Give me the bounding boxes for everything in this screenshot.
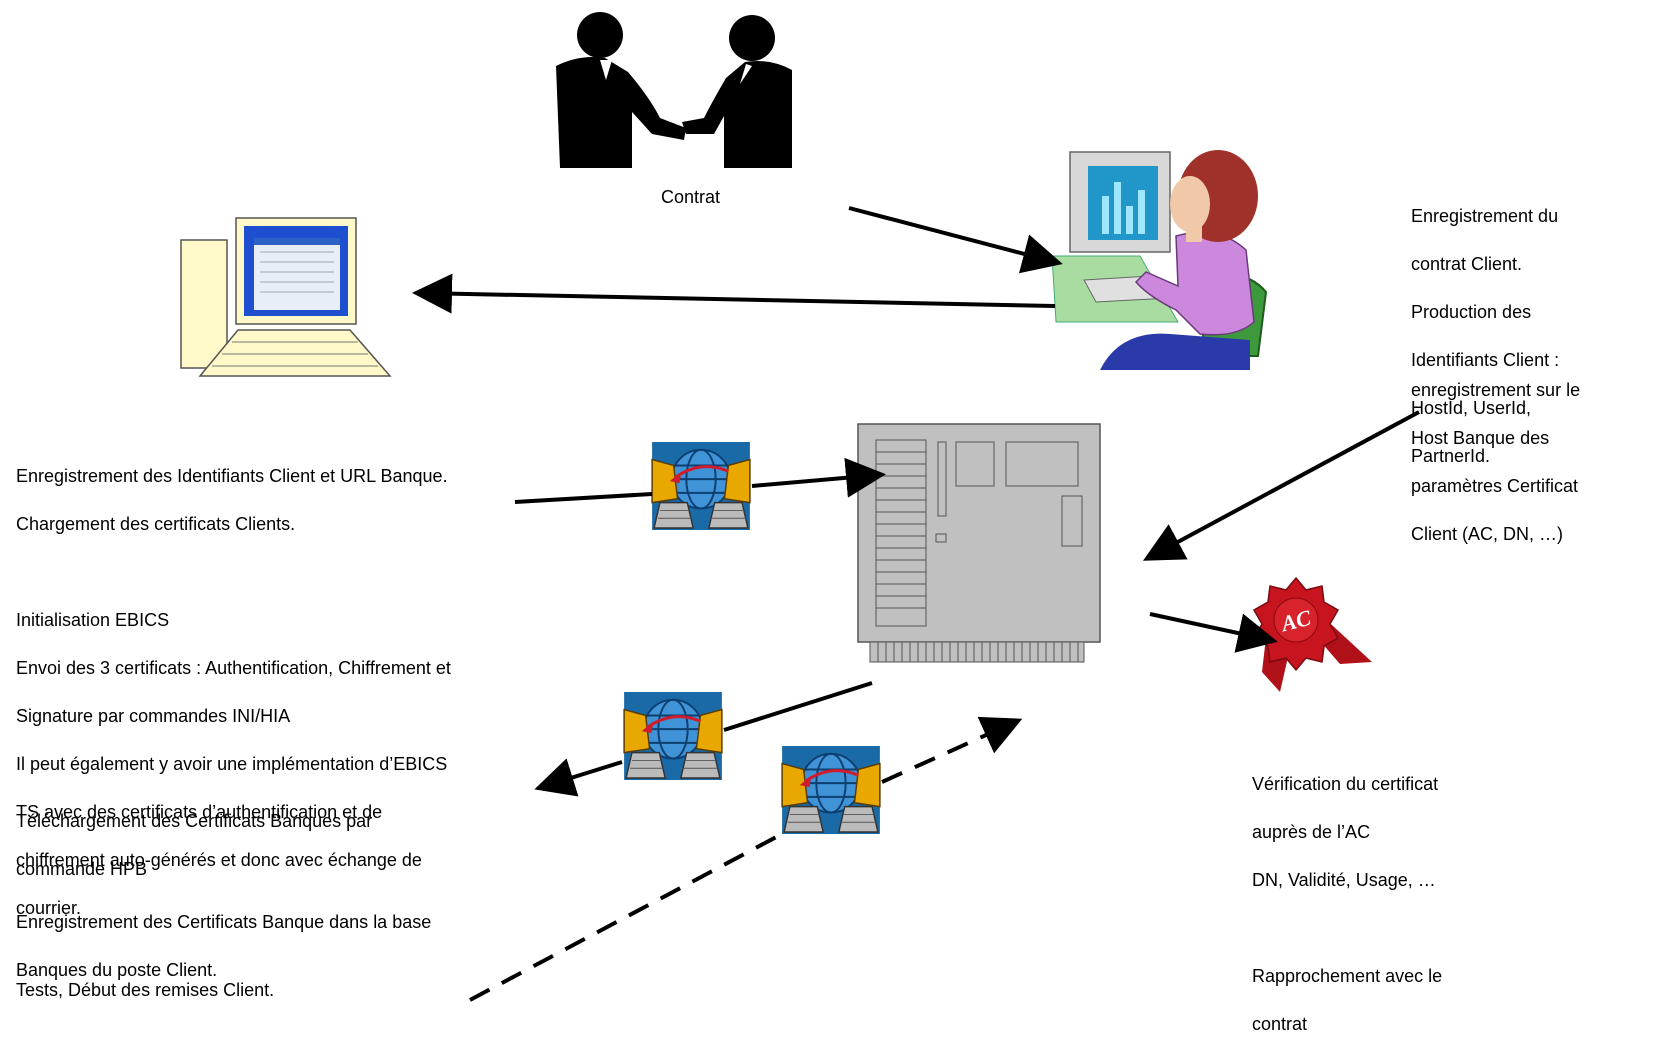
text-line: PartnerId.: [1411, 446, 1491, 466]
client-init-text: Enregistrement des Identifiants Client e…: [16, 440, 576, 944]
contract-label: Contrat: [661, 187, 721, 207]
network-exchange-icon: [780, 746, 882, 834]
text-line: Banques du poste Client.: [16, 960, 218, 980]
text-line: enregistrement sur le: [1411, 380, 1581, 400]
text-line: TS avec des certificats d’authentificati…: [16, 802, 383, 822]
arrow-bank-to-client: [412, 273, 1056, 314]
handshake-icon: [556, 12, 792, 168]
text-line: commande HPB: [16, 859, 148, 879]
ca-verification-text: Vérification du certificat auprès de l’A…: [1252, 748, 1552, 1060]
bank-operator-icon: [1051, 150, 1268, 370]
text-line: contrat Client.: [1411, 254, 1523, 274]
text-line: Host Banque des: [1411, 428, 1550, 448]
text-line: Chargement des certificats Clients.: [16, 514, 296, 534]
text-line: Rapprochement avec le: [1252, 966, 1443, 986]
text-line: Téléchargement des Certificats Banques p…: [16, 811, 373, 831]
network-exchange-icon: [650, 442, 752, 530]
arrow-host-registration-to-server: [1142, 410, 1420, 561]
text-line: auprès de l’AC: [1252, 822, 1371, 842]
server-icon: [857, 423, 1101, 663]
arrow-init-to-server: [751, 457, 886, 498]
text-line: HostId, UserId,: [1411, 398, 1532, 418]
text-line: Signature par commandes INI/HIA: [16, 706, 291, 726]
client-computer-icon: [180, 217, 392, 377]
text-line: courrier.: [16, 898, 82, 918]
certificate-seal-icon: AC: [1252, 576, 1372, 692]
text-line: Envoi des 3 certificats : Authentificati…: [16, 658, 451, 678]
host-registration-text: enregistrement sur le Host Banque des pa…: [1411, 354, 1651, 570]
text-line: Enregistrement des Identifiants Client e…: [16, 466, 448, 486]
text-line: Il peut également y avoir une implémenta…: [16, 754, 448, 774]
flow-arrows: [412, 206, 1420, 1002]
diagram-canvas: AC: [180, 12, 1420, 1002]
text-line: Client (AC, DN, …): [1411, 524, 1564, 544]
tests-text: Tests, Début des remises Client.: [16, 980, 275, 1000]
arrow-download-segment: [723, 681, 873, 732]
arrow-tests-dashed: [469, 833, 781, 1002]
text-line: paramètres Certificat: [1411, 476, 1579, 496]
arrow-download-to-client: [534, 758, 623, 797]
text-line: Production des: [1411, 302, 1532, 322]
arrow-server-to-ca: [1149, 612, 1278, 653]
text-line: Enregistrement des Certificats Banque da…: [16, 912, 432, 932]
bank-cert-registration-text: Enregistrement des Certificats Banque da…: [16, 886, 536, 1006]
network-exchange-icon: [622, 692, 724, 780]
text-line: Vérification du certificat: [1252, 774, 1439, 794]
text-line: contrat: [1252, 1014, 1308, 1034]
text-line-blank: [1252, 916, 1552, 940]
text-line: chiffrement auto-générés et donc avec éc…: [16, 850, 422, 870]
bank-registration-text: Enregistrement du contrat Client. Produc…: [1411, 180, 1651, 492]
arrow-client-init-segment: [514, 492, 653, 504]
text-line: Initialisation EBICS: [16, 610, 170, 630]
text-line: Enregistrement du: [1411, 206, 1559, 226]
arrow-tests-to-server: [881, 716, 1023, 784]
text-line-blank: [16, 560, 576, 584]
text-line: Identifiants Client :: [1411, 350, 1560, 370]
text-line: DN, Validité, Usage, …: [1252, 870, 1436, 890]
arrow-contract-to-bank: [848, 206, 1063, 274]
download-text: Téléchargement des Certificats Banques p…: [16, 785, 496, 905]
